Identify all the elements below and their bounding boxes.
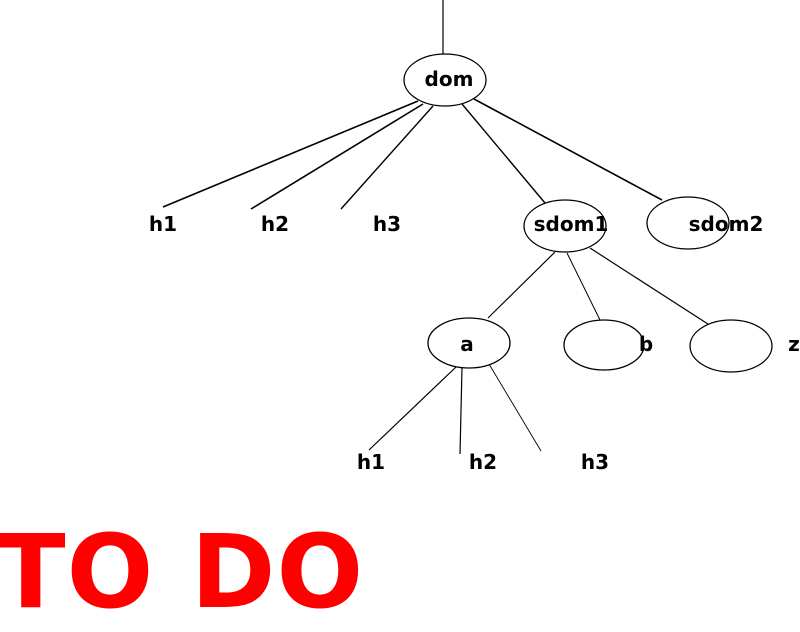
edges	[162, 0, 712, 455]
edge-sdom1-b	[566, 252, 601, 321]
label-h1-bottom: h1	[357, 450, 385, 474]
node-labels: dom h1 h2 h3 sdom1 sdom2 a b z h1 h2 h3	[149, 67, 800, 474]
node-z-ellipse	[689, 319, 773, 373]
label-sdom1: sdom1	[534, 212, 609, 236]
node-dom-ellipse	[403, 53, 487, 107]
label-h1-top: h1	[149, 212, 177, 236]
edge-a-h3	[488, 363, 542, 452]
edge-dom-h2	[250, 103, 424, 210]
label-h3-bottom: h3	[581, 450, 609, 474]
label-b: b	[639, 332, 653, 356]
node-sdom2-ellipse	[646, 196, 730, 250]
todo-banner: TO DO	[0, 513, 365, 632]
edge-dom-h1	[162, 100, 419, 208]
edge-sdom1-a	[487, 251, 556, 319]
edge-a-h1	[368, 366, 457, 451]
node-a-ellipse	[427, 317, 511, 369]
edge-dom-h3	[340, 105, 434, 210]
node-sdom1-ellipse	[523, 199, 607, 253]
label-a: a	[460, 332, 474, 356]
tree-diagram: dom h1 h2 h3 sdom1 sdom2 a b z h1 h2 h3	[149, 0, 800, 474]
label-h2-top: h2	[261, 212, 289, 236]
edge-sdom1-z	[589, 247, 712, 327]
node-shapes	[403, 53, 773, 373]
edge-dom-sdom1	[461, 103, 546, 204]
label-sdom2: sdom2	[689, 212, 764, 236]
edge-dom-sdom2	[473, 98, 663, 201]
label-h3-top: h3	[373, 212, 401, 236]
label-h2-bottom: h2	[469, 450, 497, 474]
node-b-ellipse	[563, 319, 645, 371]
label-z: z	[788, 332, 800, 356]
edge-a-h2	[459, 367, 463, 455]
label-dom: dom	[425, 67, 474, 91]
